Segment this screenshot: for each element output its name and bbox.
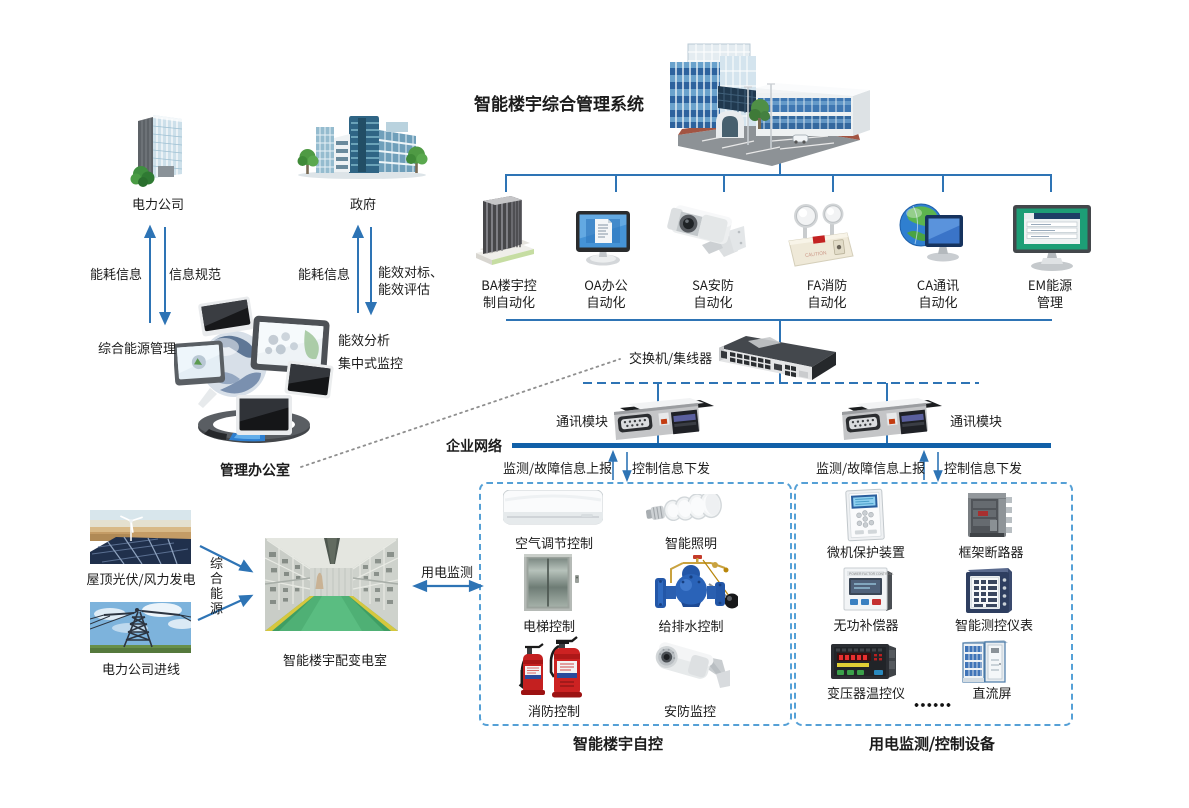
svg-text:POWER FACTOR CONTROLLER: POWER FACTOR CONTROLLER xyxy=(849,571,894,576)
svg-text:CAUTION: CAUTION xyxy=(805,249,828,259)
